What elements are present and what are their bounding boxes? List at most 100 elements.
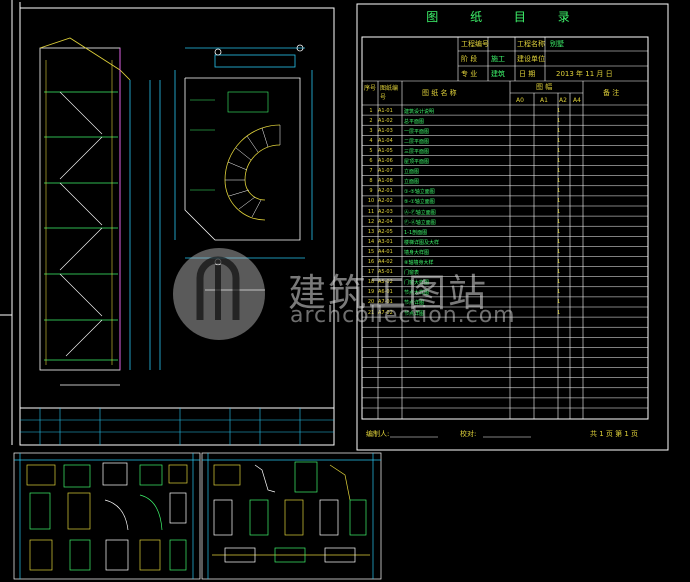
row-a1-count: 1 <box>557 279 561 286</box>
row-sheet-code: A2-05 <box>378 228 393 235</box>
row-number: 3 <box>369 127 373 134</box>
row-sheet-code: A2-02 <box>378 198 393 205</box>
row-sheet-code: A7-02 <box>378 309 393 316</box>
row-sheet-name: ①-⑤轴立面图 <box>404 189 435 196</box>
row-a1-count: 1 <box>557 188 561 195</box>
row-sheet-code: A2-04 <box>378 218 393 225</box>
detail-sheet-right <box>201 452 382 580</box>
col-code-header: 图纸编号 <box>380 85 399 101</box>
row-sheet-code: A4-02 <box>378 259 393 265</box>
row-a1-count: 1 <box>557 147 561 154</box>
checker-label: 校对: <box>460 430 477 438</box>
row-a1-count: 1 <box>557 158 561 164</box>
row-a1-count: 1 <box>557 299 561 306</box>
stair-section-drawing <box>39 37 161 386</box>
row-number: 21 <box>367 309 375 316</box>
col-a2-header: A2 <box>559 97 567 104</box>
row-a1-count: 1 <box>557 127 561 134</box>
watermark-logo-icon <box>173 248 265 340</box>
row-sheet-name: 立面图 <box>404 179 420 186</box>
row-sheet-name: Ⓐ-Ⓕ轴立面图 <box>404 209 436 216</box>
left-drawing-sheet-frame <box>0 0 335 446</box>
row-sheet-code: A4-01 <box>378 248 393 255</box>
date-value: 2013 年 11 月 日 <box>556 70 613 78</box>
row-number: 4 <box>369 137 373 144</box>
row-a1-count: 1 <box>557 137 561 144</box>
row-a1-count: 1 <box>557 259 561 265</box>
row-a1-count: 1 <box>557 238 561 245</box>
col-a0-header: A0 <box>516 97 524 104</box>
row-number: 19 <box>367 289 375 296</box>
row-a1-count: 1 <box>557 248 561 255</box>
row-sheet-name: Ⓕ-Ⓐ轴立面图 <box>404 219 436 226</box>
col-remarks-header: 备 注 <box>603 89 620 97</box>
row-sheet-code: A6-01 <box>378 289 393 296</box>
row-number: 5 <box>369 147 373 154</box>
row-a1-count: 1 <box>557 309 561 316</box>
watermark-text: 建筑工图站 <box>288 271 489 315</box>
project-name-label: 工程名称 <box>517 40 545 48</box>
watermark-url: archcollection.com <box>290 303 516 328</box>
row-sheet-code: A5-02 <box>378 279 393 286</box>
col-name-header: 图 纸 名 称 <box>422 89 457 97</box>
row-sheet-code: A2-01 <box>378 188 393 195</box>
row-number: 20 <box>367 299 375 306</box>
row-number: 2 <box>369 117 373 124</box>
detail-sheet-left <box>13 452 201 580</box>
discipline-value: 建筑 <box>491 70 505 78</box>
row-a1-count: 1 <box>557 269 561 276</box>
catalog-header-grid <box>362 37 648 106</box>
row-sheet-name: 二层平面图 <box>404 138 430 145</box>
client-label: 建设单位 <box>517 55 545 63</box>
spiral-stair-plan-drawing <box>174 44 313 291</box>
row-sheet-code: A2-03 <box>378 208 393 215</box>
row-a1-count: 1 <box>557 208 561 215</box>
row-sheet-name: 三层平面图 <box>404 148 430 155</box>
col-a4-header: A4 <box>573 97 581 104</box>
catalog-column-grid <box>377 81 584 419</box>
stage-label: 阶 段 <box>461 55 478 63</box>
row-sheet-code: A1-01 <box>378 107 393 114</box>
row-number: 9 <box>369 188 373 195</box>
row-number: 18 <box>367 279 375 286</box>
row-sheet-code: A7-01 <box>378 299 393 306</box>
row-sheet-name: 立面图 <box>404 169 420 176</box>
row-sheet-name: 墙身大样图 <box>404 249 430 256</box>
col-sheets-header: 图 幅 <box>536 83 553 91</box>
discipline-label: 专 业 <box>461 70 478 78</box>
row-sheet-code: A1-06 <box>378 158 393 164</box>
row-a1-count: 1 <box>557 178 561 185</box>
row-number: 7 <box>369 168 373 175</box>
catalog-title: 图 纸 目 录 <box>426 10 584 24</box>
row-a1-count: 1 <box>557 228 561 235</box>
row-a1-count: 1 <box>557 218 561 225</box>
row-sheet-name: 1-1剖面图 <box>404 229 428 236</box>
row-number: 11 <box>367 208 375 215</box>
row-number: 12 <box>367 218 375 225</box>
row-a1-count: 1 <box>557 168 561 175</box>
catalog-row-grid <box>362 114 648 409</box>
row-number: 10 <box>367 198 375 205</box>
drafter-label: 编制人: <box>366 430 390 438</box>
row-number: 15 <box>367 248 375 255</box>
date-label: 日 期 <box>519 70 536 78</box>
row-number: 17 <box>367 269 375 276</box>
row-number: 16 <box>367 259 375 265</box>
row-sheet-code: A1-03 <box>378 127 393 134</box>
row-sheet-code: A5-01 <box>378 269 393 276</box>
row-sheet-name: 一层平面图 <box>404 128 430 135</box>
project-no-label: 工程编号 <box>461 40 489 48</box>
row-a1-count: 1 <box>557 198 561 205</box>
row-a1-count: 1 <box>557 289 561 296</box>
row-number: 13 <box>367 228 375 235</box>
row-sheet-name: 建筑设计说明 <box>404 108 435 115</box>
row-sheet-name: 总平面图 <box>404 118 425 125</box>
row-sheet-code: A3-01 <box>378 238 393 245</box>
row-sheet-name: 门窗表 <box>404 270 420 277</box>
row-sheet-name: 节点详图 <box>404 310 425 317</box>
left-sheet-title-block <box>20 408 334 445</box>
stage-value: 施工 <box>491 55 505 63</box>
row-number: 8 <box>369 178 373 185</box>
catalog-sheet-frame <box>356 3 669 451</box>
